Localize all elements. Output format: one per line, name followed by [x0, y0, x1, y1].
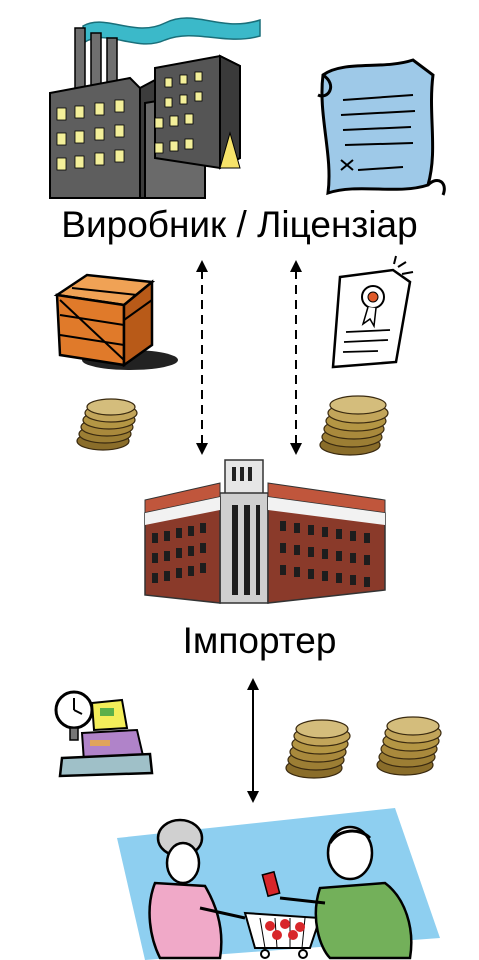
coin-stack-icon	[319, 395, 389, 456]
license-flow-arrow	[290, 260, 302, 455]
contract-scroll-icon	[317, 58, 446, 196]
coin-stack-icon	[376, 716, 442, 776]
retail-flow-arrow	[247, 678, 259, 803]
office-building-icon	[144, 459, 386, 604]
producer-label: Виробник / Ліцензіар	[61, 204, 418, 245]
importer-label: Імпортер	[182, 620, 337, 661]
scale-with-boxes-icon	[54, 690, 154, 778]
certificate-icon	[331, 255, 414, 369]
wooden-crate-icon	[53, 273, 178, 370]
factory-icon	[49, 17, 261, 199]
goods-flow-arrow	[196, 260, 208, 455]
coin-stack-icon	[76, 398, 138, 451]
shoppers-with-cart-icon	[117, 808, 440, 960]
coin-stack-icon	[285, 719, 351, 779]
